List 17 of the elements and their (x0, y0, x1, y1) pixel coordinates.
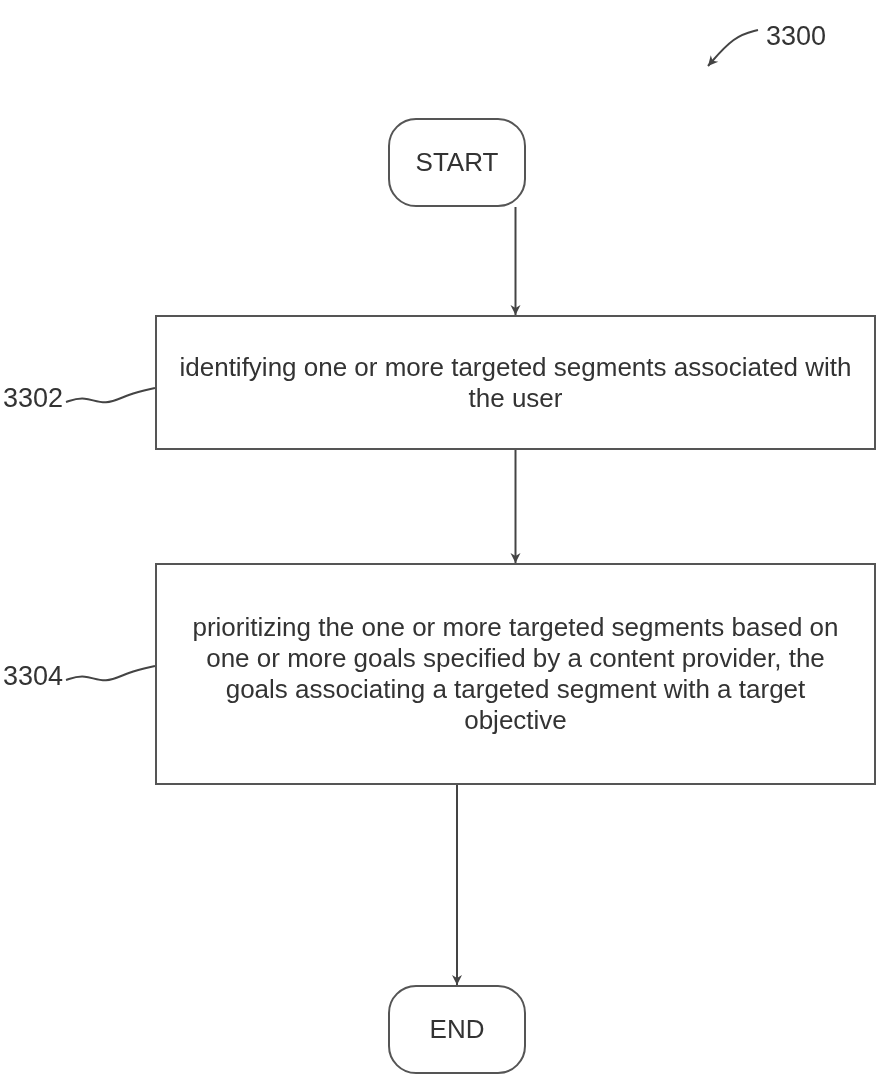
leader-arrow (707, 29, 759, 67)
step-text: prioritizing the one or more targeted segments based on one or more goals specified by a content provider, the goals associating a targeted segment with a target objective (191, 612, 840, 736)
reference-number: 3302 (0, 380, 66, 416)
leader-line (65, 665, 156, 682)
step-text: END (429, 1014, 485, 1045)
process-box (155, 315, 876, 450)
arrow (452, 784, 462, 986)
reference-number: 3300 (760, 18, 832, 54)
leader-line (65, 387, 156, 404)
terminal-box (388, 118, 526, 207)
step-text: identifying one or more targeted segments associated with the user (178, 351, 853, 414)
reference-number: 3304 (0, 658, 66, 694)
process-box (155, 563, 876, 785)
arrow (510, 206, 521, 316)
terminal-box (388, 985, 526, 1074)
arrow (510, 449, 521, 564)
step-text: START (415, 147, 499, 178)
